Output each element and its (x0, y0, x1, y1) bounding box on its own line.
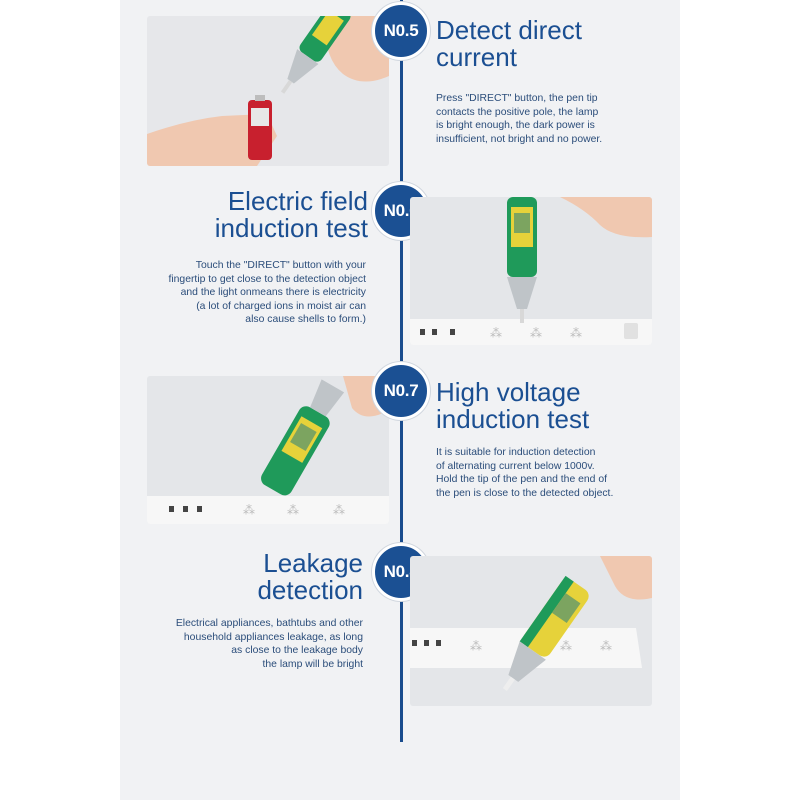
svg-text:⁂: ⁂ (530, 326, 542, 340)
step-title: Electric field induction test (214, 186, 368, 243)
svg-text:⁂: ⁂ (490, 326, 502, 340)
step-description: Press "DIRECT" button, the pen tip conta… (436, 93, 603, 145)
step-badge: N0.7 (372, 362, 430, 420)
svg-text:⁂: ⁂ (570, 326, 582, 340)
step-title: High voltage induction test (436, 377, 590, 434)
svg-text:⁂: ⁂ (560, 639, 572, 653)
svg-text:⁂: ⁂ (333, 503, 345, 517)
svg-text:⁂: ⁂ (243, 503, 255, 517)
step-description: It is suitable for induction detection o… (436, 447, 614, 499)
photo-leakage: ⁂ ⁂ ⁂ (410, 556, 652, 706)
step-badge: N0.5 (372, 2, 430, 60)
power-strip-photo: ⁂ ⁂ ⁂ (147, 376, 389, 524)
svg-text:⁂: ⁂ (287, 503, 299, 517)
svg-text:⁂: ⁂ (470, 639, 482, 653)
infographic-page: N0.5 Detect direct current Press "DIRECT… (120, 0, 680, 800)
photo-high-voltage: ⁂ ⁂ ⁂ (147, 376, 389, 524)
power-strip-photo: ⁂ ⁂ ⁂ (410, 197, 652, 345)
step-title: Detect direct current (436, 15, 582, 72)
photo-field-induction: ⁂ ⁂ ⁂ (410, 197, 652, 345)
power-strip-photo: ⁂ ⁂ ⁂ (410, 556, 652, 706)
step-description: Touch the "DIRECT" button with your fing… (168, 260, 366, 326)
svg-text:⁂: ⁂ (600, 639, 612, 653)
step-title: Leakage detection (257, 548, 363, 605)
photo-battery-test (147, 16, 389, 166)
step-badge: N0.6 (372, 182, 430, 240)
battery-test-photo (147, 16, 389, 166)
step-description: Electrical appliances, bathtubs and othe… (175, 618, 363, 670)
